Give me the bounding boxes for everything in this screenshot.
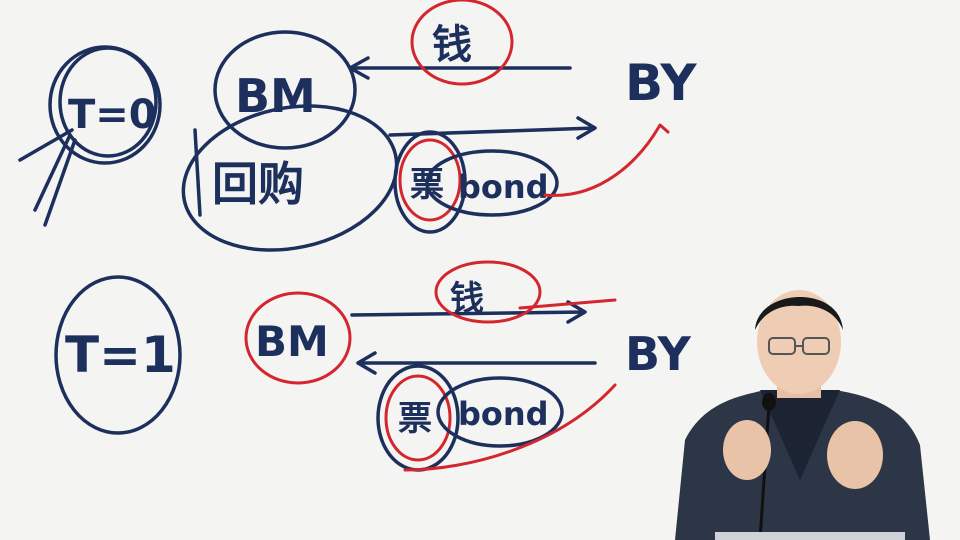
bm-label-t0: BM bbox=[235, 69, 316, 123]
shirt bbox=[760, 390, 840, 480]
bond-prefix-circle-t0 bbox=[393, 130, 467, 234]
t0-arrow-marks bbox=[18, 128, 77, 227]
bond-word-t1: bond bbox=[458, 395, 549, 433]
repo-note: 回购 bbox=[212, 157, 304, 211]
bm-circle-t0 bbox=[213, 30, 357, 150]
money-label-t0: 钱 bbox=[432, 22, 472, 68]
repo-bracket bbox=[193, 128, 202, 217]
microphone bbox=[762, 393, 776, 411]
t1-label: T=1 bbox=[65, 326, 176, 384]
by-label-t1: BY bbox=[625, 327, 692, 381]
left-hand bbox=[723, 420, 771, 480]
money-circle-t0 bbox=[410, 0, 514, 86]
bond-prefix-red-circle-t0 bbox=[398, 138, 462, 222]
money-arrow-t0 bbox=[348, 56, 572, 80]
face bbox=[757, 290, 841, 394]
bond-arrow-t1 bbox=[356, 351, 597, 375]
t1-circle bbox=[54, 275, 182, 435]
t0-label: T=0 bbox=[68, 92, 157, 138]
bm-circle-t1 bbox=[244, 291, 352, 385]
right-hand bbox=[827, 421, 883, 489]
hair bbox=[755, 296, 843, 330]
bond-prefix-t1: 票 bbox=[398, 399, 432, 439]
bm-label-t1: BM bbox=[255, 317, 329, 366]
laptop-edge bbox=[715, 532, 905, 540]
mic-cable bbox=[758, 404, 771, 540]
row-t1: T=1 BM 钱 票 bond BY bbox=[54, 260, 692, 472]
t0-circle-inner bbox=[58, 46, 158, 158]
red-link-t1 bbox=[403, 383, 617, 472]
presenter bbox=[675, 290, 930, 540]
red-link-t0 bbox=[543, 123, 670, 197]
bond-word-circle-t1 bbox=[436, 376, 564, 448]
money-label-t1: 钱 bbox=[450, 279, 484, 319]
bond-prefix-red-circle-t1 bbox=[384, 374, 452, 462]
bond-word-t0: bond bbox=[458, 168, 549, 206]
bond-prefix-t0: 票 bbox=[410, 165, 444, 205]
row-t0: T=0 BM 回购 钱 票 bond BY bbox=[18, 0, 697, 252]
money-circle-t1 bbox=[434, 260, 542, 324]
repo-ellipse bbox=[181, 104, 399, 252]
money-underline-t1 bbox=[518, 298, 617, 310]
bond-word-circle-t0 bbox=[425, 149, 559, 217]
by-label-t0: BY bbox=[625, 54, 697, 112]
